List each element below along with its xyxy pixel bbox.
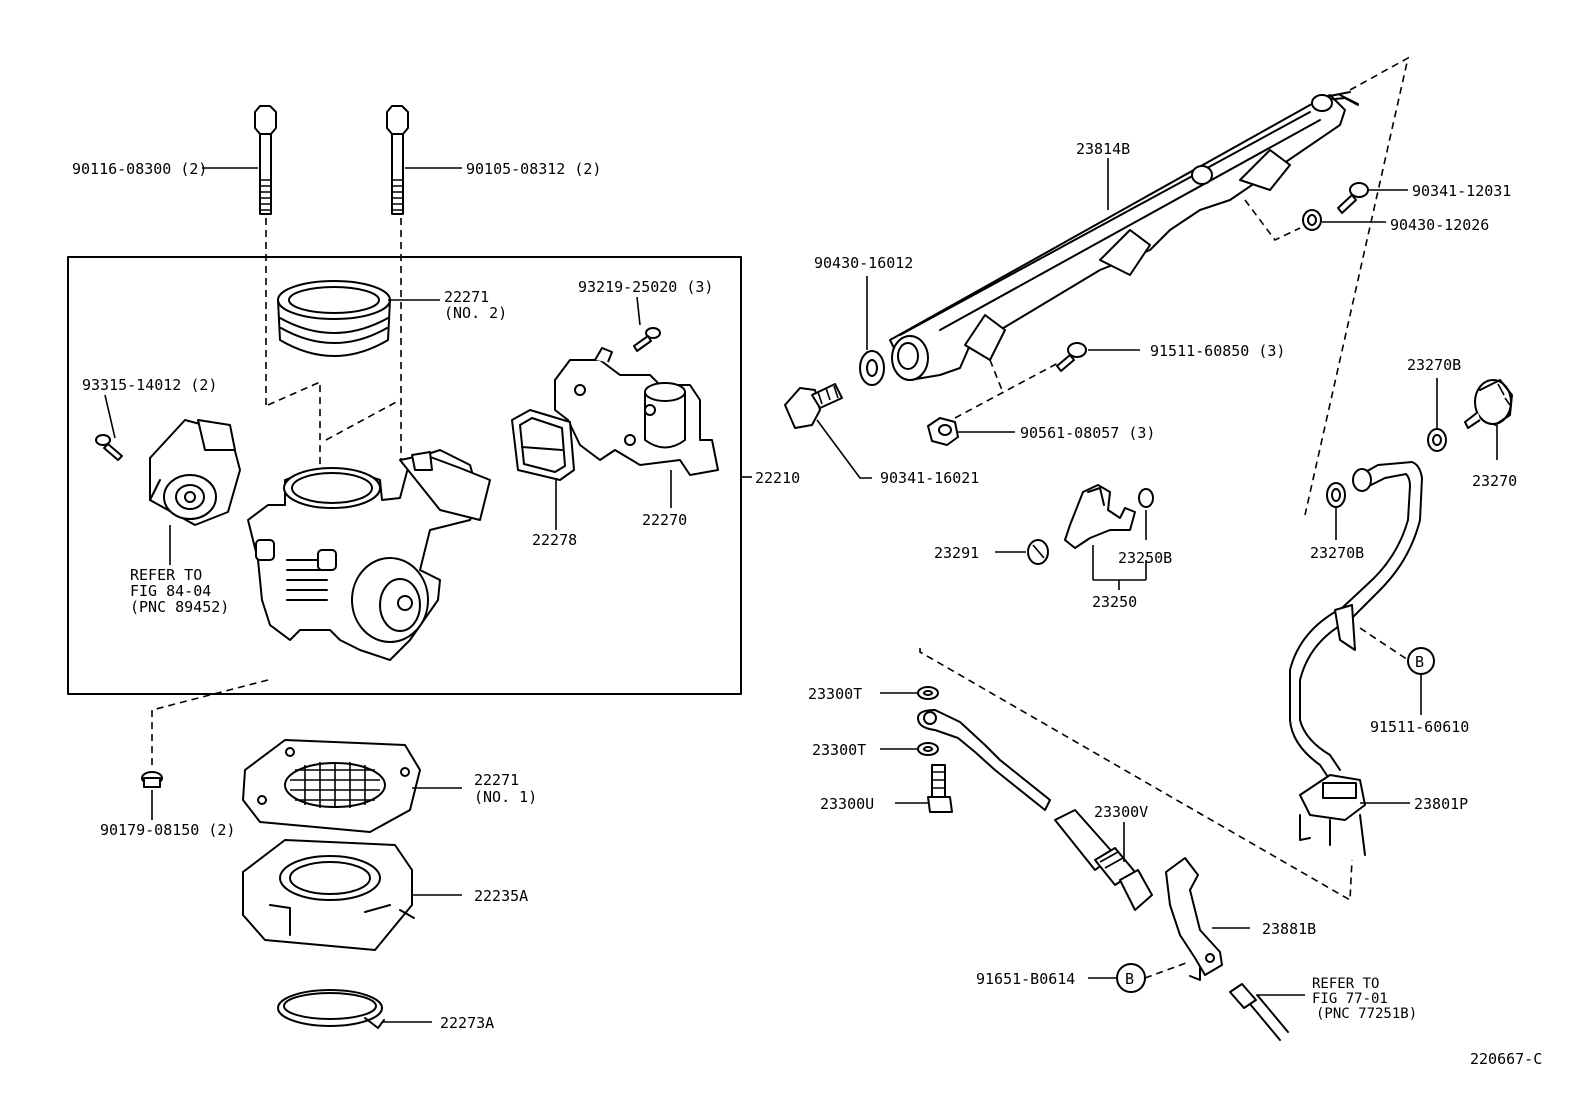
- label-23250b: 23250B: [1118, 549, 1172, 567]
- bolt-90116-icon: [254, 105, 277, 215]
- label-23300t-top: 23300T: [808, 685, 862, 703]
- grommet-23291-icon: [1027, 539, 1049, 565]
- ring-22273a-icon: [277, 989, 385, 1029]
- label-90430-12026: 90430-12026: [1390, 216, 1489, 234]
- label-22235a: 22235A: [474, 887, 528, 905]
- label-90430-16012: 90430-16012: [814, 254, 913, 272]
- spacer-90561-icon: [927, 417, 959, 446]
- throttle-body-assembly-frame: [67, 256, 742, 695]
- gasket-23270b-top-icon: [1427, 428, 1447, 452]
- oring-23250b-icon: [1138, 488, 1154, 508]
- label-23801p: 23801P: [1414, 795, 1468, 813]
- label-22273a: 22273A: [440, 1014, 494, 1032]
- label-22210: 22210: [755, 469, 800, 487]
- label-23881b: 23881B: [1262, 920, 1316, 938]
- label-90341-16021: 90341-16021: [880, 469, 979, 487]
- label-90179: 90179-08150 (2): [100, 821, 235, 839]
- label-22271-no2-sub: (NO. 2): [444, 304, 507, 322]
- bolt-90341-12031-icon: [1337, 182, 1369, 214]
- label-22271-no1-sub: (NO. 1): [474, 788, 537, 806]
- union-23300u-icon: [927, 764, 953, 813]
- throttle-body-icon: [247, 449, 491, 661]
- union-bolt-90341-icon: [784, 383, 843, 429]
- label-90116: 90116-08300 (2): [72, 160, 207, 178]
- label-23270b-bottom: 23270B: [1310, 544, 1364, 562]
- label-90105: 90105-08312 (2): [466, 160, 601, 178]
- label-23300u: 23300U: [820, 795, 874, 813]
- label-91511-60850: 91511-60850 (3): [1150, 342, 1285, 360]
- isc-gasket-icon: [511, 409, 575, 481]
- label-90341-12031: 90341-12031: [1412, 182, 1511, 200]
- diagram-id: 220667-C: [1470, 1050, 1542, 1068]
- hose-23300v-icon: [917, 709, 1153, 911]
- label-refer-fuel-1: REFER TO: [1312, 976, 1379, 992]
- throttle-position-sensor-icon: [149, 419, 241, 526]
- label-refer-fuel-2: FIG 77-01: [1312, 991, 1388, 1007]
- damper-23270-icon: [1464, 379, 1513, 429]
- label-23250: 23250: [1092, 593, 1137, 611]
- label-22271-no1: 22271: [474, 771, 519, 789]
- fuel-line-connector-icon: [1229, 983, 1289, 1041]
- label-refer-sensor-1: REFER TO: [130, 566, 202, 584]
- washer-90430-16012-icon: [859, 350, 885, 386]
- label-23814b: 23814B: [1076, 140, 1130, 158]
- screw-93315-icon: [95, 434, 123, 461]
- bolt-90105-icon: [386, 105, 409, 215]
- gasket-23300t-bottom-icon: [917, 742, 939, 756]
- label-22270: 22270: [642, 511, 687, 529]
- isc-valve-icon: [554, 347, 719, 476]
- label-23300v: 23300V: [1094, 803, 1148, 821]
- label-23291: 23291: [934, 544, 979, 562]
- label-91651: 91651-B0614: [976, 970, 1075, 988]
- label-refer-fuel-3: (PNC 77251B): [1316, 1006, 1417, 1022]
- label-refer-sensor-2: FIG 84-04: [130, 582, 211, 600]
- label-93219: 93219-25020 (3): [578, 278, 713, 296]
- label-23270b-top: 23270B: [1407, 356, 1461, 374]
- label-circle-b-bottom: B: [1125, 970, 1134, 988]
- delivery-pipe-icon: [889, 91, 1359, 381]
- label-90561: 90561-08057 (3): [1020, 424, 1155, 442]
- label-22278: 22278: [532, 531, 577, 549]
- label-23300t-bottom: 23300T: [812, 741, 866, 759]
- label-22271-no2: 22271: [444, 288, 489, 306]
- gasket-no2-icon: [277, 280, 391, 357]
- label-refer-sensor-3: (PNC 89452): [130, 598, 229, 616]
- screw-93219-icon: [633, 327, 661, 352]
- gasket-23300t-top-icon: [917, 686, 939, 700]
- bolt-91511-60850-icon: [1056, 342, 1087, 372]
- label-91511-60610: 91511-60610: [1370, 718, 1469, 736]
- bracket-23881b-icon: [1165, 857, 1223, 981]
- gasket-no1-icon: [242, 739, 421, 833]
- label-93315: 93315-14012 (2): [82, 376, 217, 394]
- adapter-22235a-icon: [242, 839, 415, 951]
- injector-icon: [1064, 484, 1136, 549]
- washer-90430-12026-icon: [1302, 209, 1322, 231]
- fuel-pipe-icon: [1289, 461, 1423, 856]
- gasket-23270b-bottom-icon: [1326, 482, 1346, 508]
- nut-90179-icon: [141, 771, 163, 788]
- label-circle-b: B: [1415, 653, 1424, 671]
- label-23270: 23270: [1472, 472, 1517, 490]
